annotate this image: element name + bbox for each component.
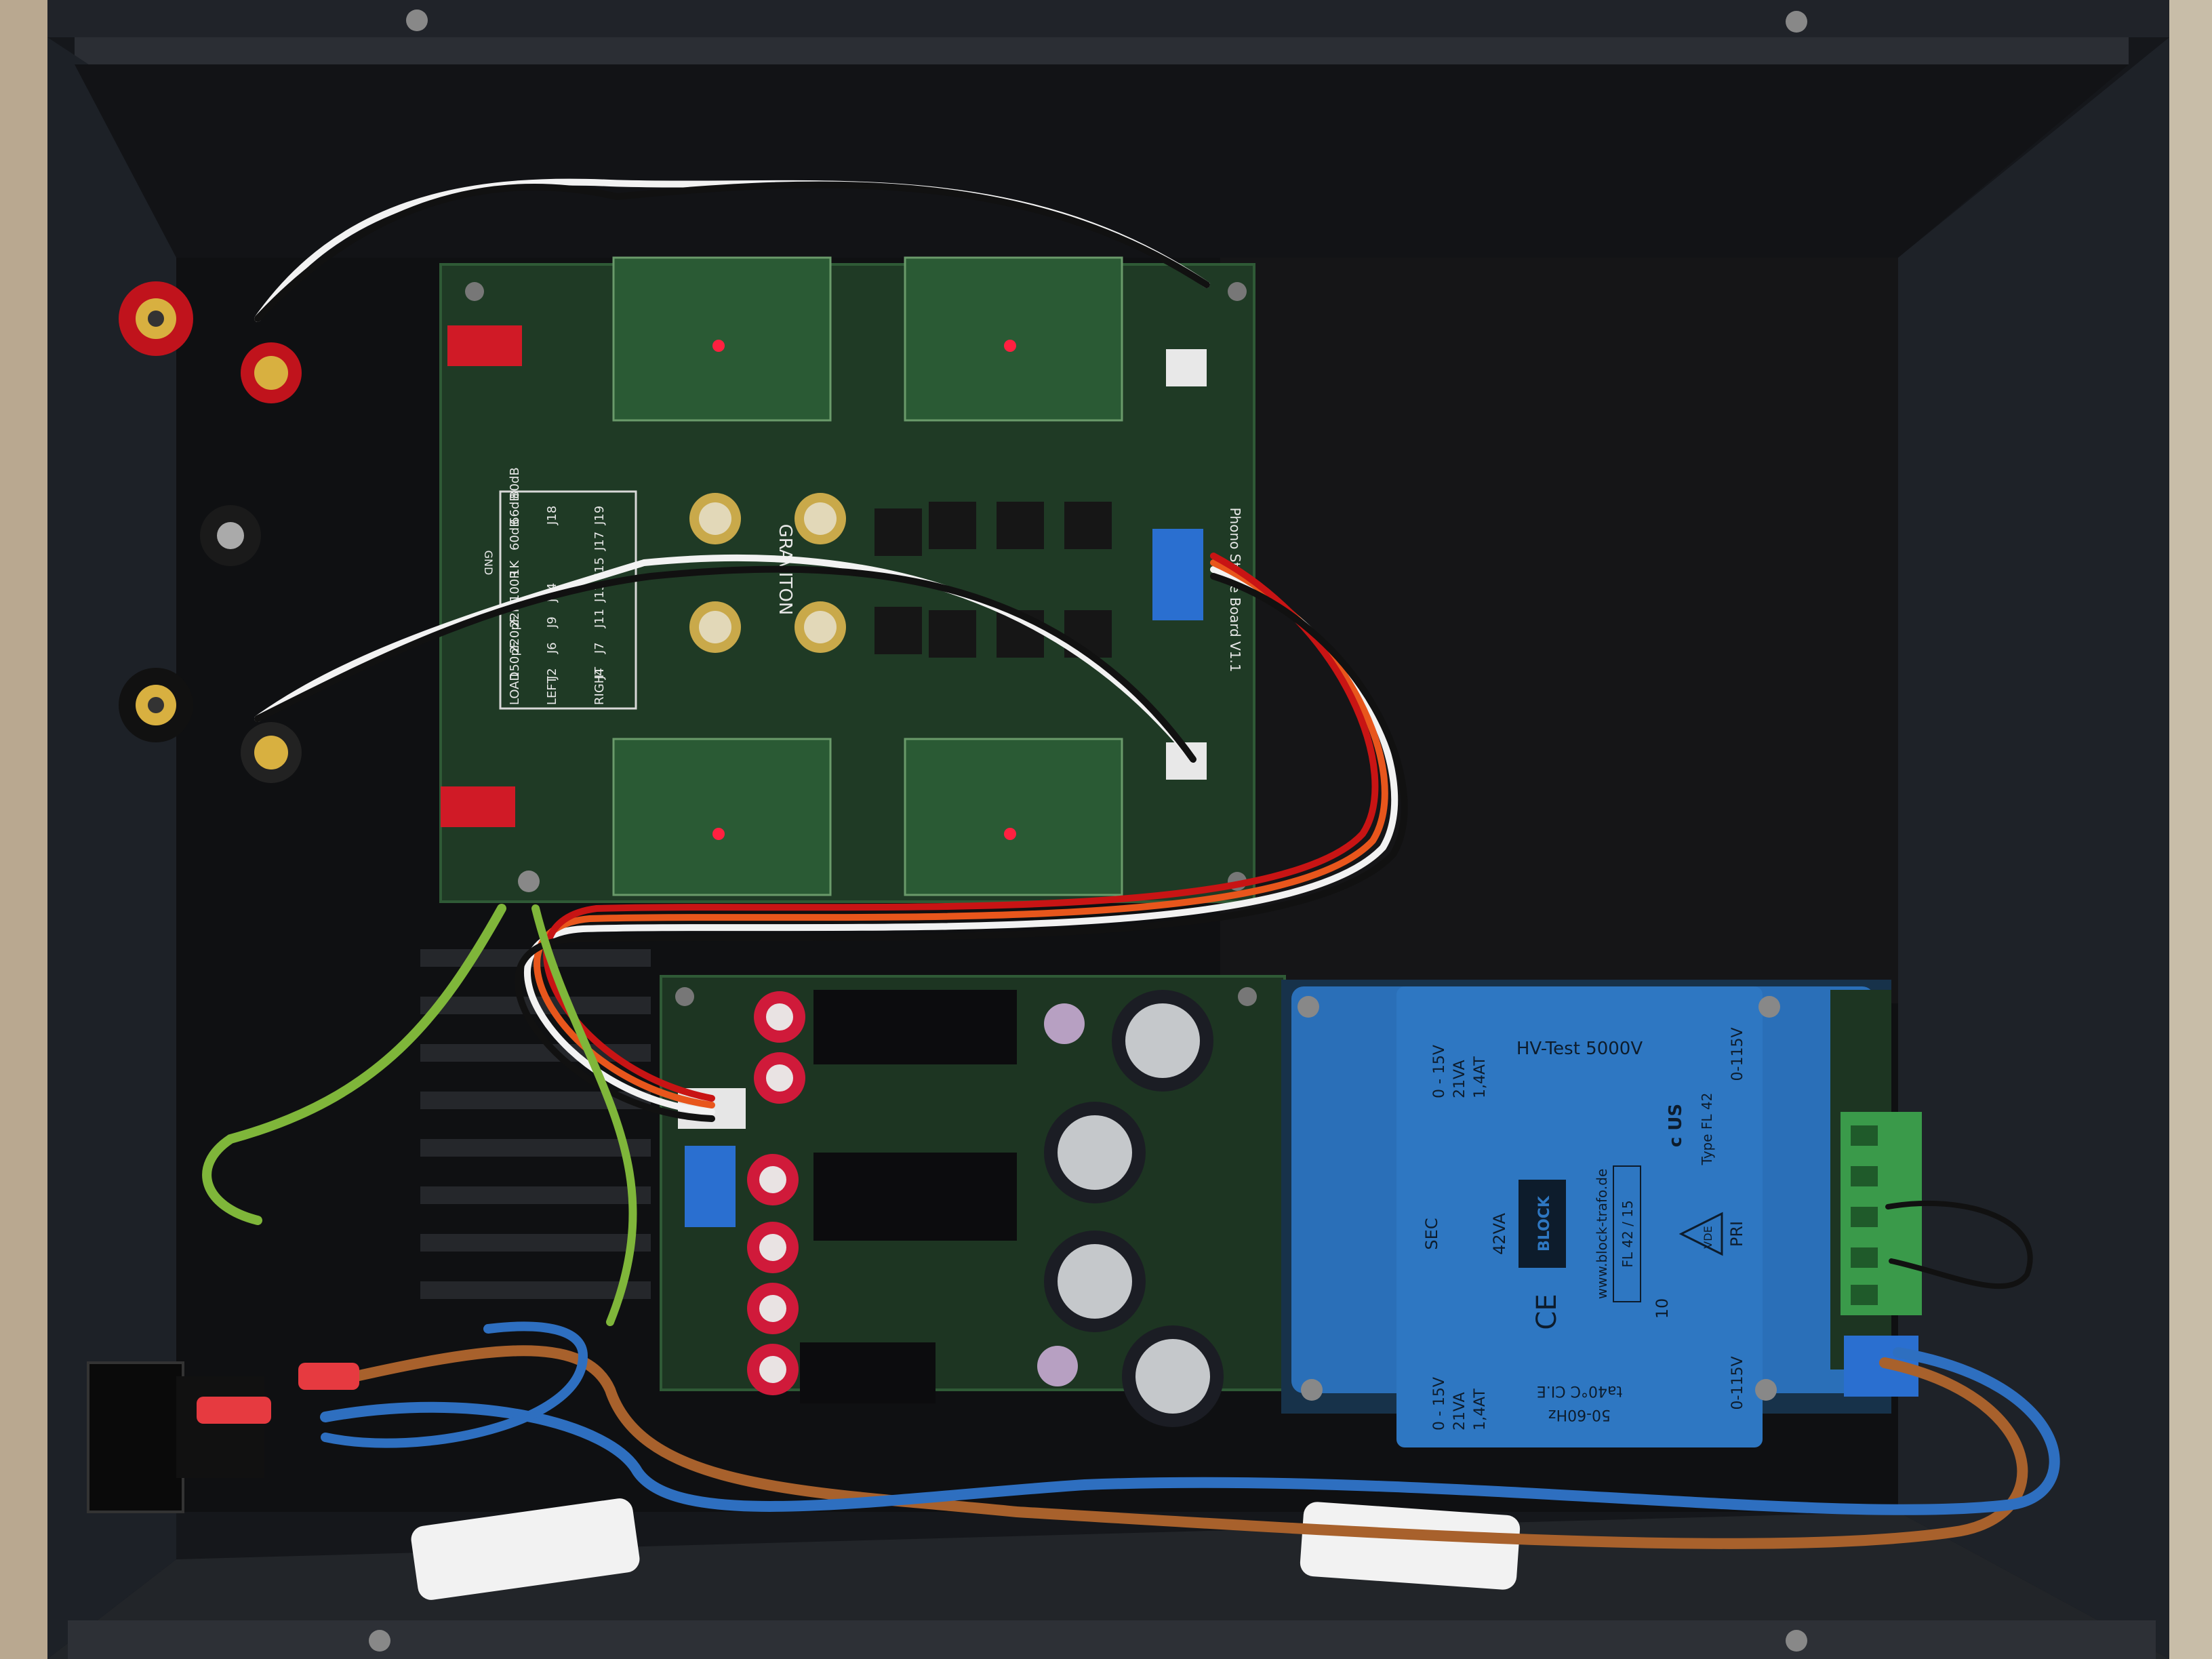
rca-jack-right-top [241,342,302,403]
rail-screw [1786,1630,1807,1652]
blue-header [685,1146,736,1227]
back-wall [75,64,2129,258]
toroidal-transformer [1281,980,1891,1447]
svg-text:0 - 15V: 0 - 15V [1431,1377,1448,1431]
white-connector [1166,349,1207,386]
left-side-wall [47,37,176,1659]
dip-switch [441,786,515,827]
transformer-freq-label: 50-60Hz [1548,1406,1611,1423]
jumper-table-cell: 66dB [508,493,522,525]
mains-terminal-block [1841,1112,1922,1315]
main-capacitor [1044,1231,1146,1332]
transformer-pri-label: PRI [1727,1221,1746,1247]
cable-tie-mount [411,1498,640,1600]
cable-tie-mount [1300,1502,1521,1590]
board-gnd-label: GND [482,551,495,576]
main-capacitor [1122,1325,1224,1427]
transformer-ul-mark: c US [1666,1104,1686,1147]
jumper-table-header: RIGHT [592,666,607,705]
iec-power-inlet [87,1361,264,1513]
svg-text:FL 42 / 15: FL 42 / 15 [1620,1200,1636,1267]
transformer-left-spec: 0 - 15V 21VA 1,4AT [1431,1045,1489,1098]
transformer-model-box: FL 42 / 15 [1613,1165,1641,1302]
transformer-left-spec-bottom: 0 - 15V 21VA 1,4AT [1431,1377,1489,1431]
vde-mark: VDE [1678,1212,1723,1256]
svg-text:21VA: 21VA [1451,1060,1468,1098]
transformer-ce-mark: CE [1531,1294,1563,1330]
jumper-table-header: LOAD [508,672,522,705]
rail-screw [406,9,428,31]
phono-stage-board [439,256,1255,903]
main-capacitor [1112,990,1213,1092]
power-connector [1152,529,1203,620]
svg-text:1,4AT: 1,4AT [1472,1056,1489,1098]
small-capacitor [1037,1346,1078,1386]
audio-capacitor [689,601,741,653]
jumper-table-cell: J17 [592,532,607,551]
transformer-type-label: Type FL 42 [1699,1093,1715,1166]
jumper-table-cell: J6 [545,642,559,654]
top-rail [47,0,2169,37]
rail-screw [369,1630,390,1652]
right-side-wall [1898,37,2169,1659]
svg-text:BLOCK: BLOCK [1536,1195,1553,1252]
jumper-table-cell: J11 [592,609,607,628]
wiring [197,178,2060,1549]
jumper-table-cell: J18 [545,506,559,525]
small-capacitor [1044,1003,1085,1044]
svg-text:1,4AT: 1,4AT [1472,1388,1489,1431]
gain-module [612,738,832,896]
jumper-table-cell: J9 [545,616,559,628]
transformer-website: www.block-trafo.de [1594,1169,1610,1299]
gain-module [612,256,832,422]
gain-module [904,256,1123,422]
ground-post [200,505,261,566]
jumper-table-cell: J7 [592,642,607,654]
block-logo: BLOCK [1519,1180,1566,1268]
audio-capacitor [689,493,741,544]
transformer-temp-label: ta40°C CI.E [1537,1382,1622,1399]
svg-text:VDE: VDE [1702,1226,1714,1248]
transformer-va-label: 42VA [1490,1213,1509,1255]
audio-capacitor [795,493,846,544]
gain-module [904,738,1123,896]
transformer-test-label: HV-Test 5000V [1516,1039,1643,1059]
wall-right-strip [2163,0,2212,1659]
jumper-table-cell: 100R [508,570,522,602]
rca-jack-right-bottom [241,722,302,783]
transformer-primary-bottom: 0-115V [1729,1357,1746,1410]
jumper-table-cell: J19 [592,506,607,525]
svg-text:0 - 15V: 0 - 15V [1431,1045,1448,1098]
audio-capacitor [795,601,846,653]
bottom-lip [68,1620,2156,1659]
main-capacitor [1044,1102,1146,1203]
rail-screw [1786,11,1807,33]
power-supply-board [660,975,1286,1427]
jumper-table-cell: 80dB [508,467,522,499]
jumper-table-cell: J2 [545,668,559,680]
rca-jack-left-top [119,281,193,356]
heatsink [800,990,1017,1403]
rca-jack-left-bottom [119,668,193,742]
jumper-table-cell: 150pF [508,641,522,679]
jumper-table [499,490,637,710]
transformer-sec-label: SEC [1422,1218,1441,1250]
transformer-cert-digit: 10 [1653,1298,1672,1319]
dip-switch [447,325,522,366]
jumper-table-cell: J4 [592,668,607,680]
jumper-table-header: LEFT [545,676,559,705]
filter-capacitors-red [747,991,805,1395]
transformer-primary-top: 0-115V [1729,1028,1746,1081]
top-rail-lip [75,37,2129,64]
jumper-table-cell: 60dB [508,519,522,551]
jumper-table-cell: 220pF [508,616,522,654]
svg-text:21VA: 21VA [1451,1392,1468,1431]
jumper-table-cell: 1K [508,560,522,576]
